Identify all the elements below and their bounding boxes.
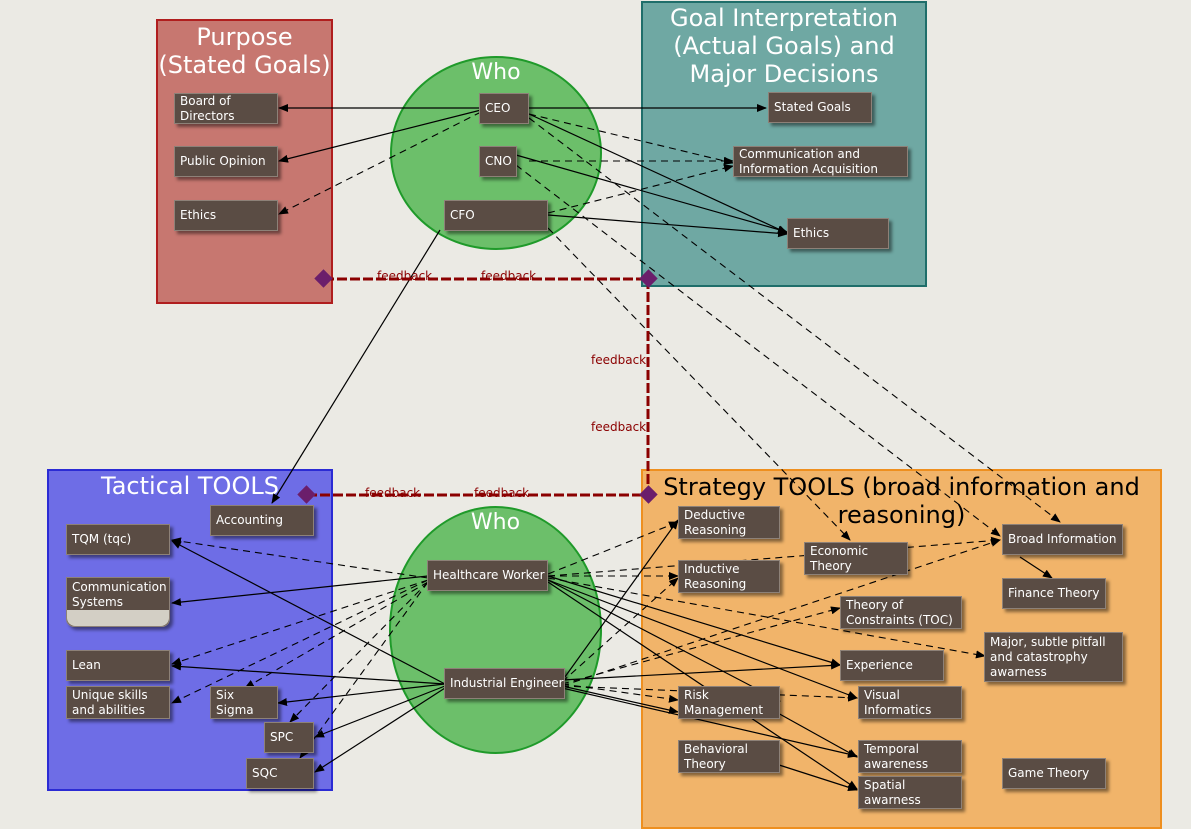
node-temporal[interactable]: Temporal awareness [858,740,962,773]
cfo-to-comm-dash [547,164,734,214]
ie-to-toc-dash [561,606,841,685]
feedback-node-tactical [297,485,316,504]
node-board[interactable]: Board of Directors [174,93,278,124]
node-finance[interactable]: Finance Theory [1002,578,1106,609]
ie-to-risk-dash [561,683,679,703]
ie-to-sqc-arrow [314,687,446,773]
ceo-to-public-arrow [278,109,482,163]
node-experience[interactable]: Experience [840,650,944,681]
node-sqc[interactable]: SQC [246,758,314,789]
hw-to-pitfall-dash [547,577,986,659]
ie-to-inductive-dash [561,577,679,683]
cno-to-broad-dash [515,164,1001,537]
node-tqm[interactable]: TQM (tqc) [66,524,170,555]
ie-to-risk-arrow [561,685,679,714]
node-public-opinion[interactable]: Public Opinion [174,146,278,177]
node-industrial-engineer[interactable]: Industrial Engineer [444,668,565,699]
node-unique-skills[interactable]: Unique skills and abilities [66,686,170,719]
hw-to-lean-dash [171,579,429,665]
node-cno[interactable]: CNO [479,146,517,177]
feedback-node-strategy [639,485,658,504]
hw-to-experience-arrow [547,575,841,667]
who-title-bottom: Who [470,510,521,535]
node-game[interactable]: Game Theory [1002,758,1106,789]
ie-to-broad-dash [561,539,1001,687]
risk-to-temporal-arrow [775,711,858,758]
tactical-title: Tactical TOOLS [101,472,279,500]
node-lean[interactable]: Lean [66,650,170,681]
node-healthcare-worker[interactable]: Healthcare Worker [427,560,548,591]
node-pitfall[interactable]: Major, subtle pitfall and catastrophy aw… [984,632,1123,682]
ie-to-deductive-arrow [561,519,679,682]
ceo-to-comm-dash [528,113,734,165]
who-title-top: Who [471,60,521,85]
hw-to-comm-arrow [171,575,429,607]
feedback-label-h1a: feedback [377,269,432,283]
node-ceo[interactable]: CEO [479,93,529,124]
broad-to-finance-arrow [1019,556,1053,579]
ceo-to-ethics-left-dash [278,111,482,215]
cfo-to-accounting-arrow [271,229,441,504]
node-six-sigma[interactable]: Six Sigma [210,686,278,719]
strategy-title: Strategy TOOLS (broad information and re… [663,473,1140,529]
cfo-to-ethics-arrow [547,214,788,238]
node-toc[interactable]: Theory of Constraints (TOC) [840,596,962,629]
feedback-label-h2a: feedback [365,486,420,500]
ie-to-experience-arrow [561,661,841,681]
feedback-node-top [639,269,658,288]
node-risk[interactable]: Risk Management [678,686,780,719]
feedback-node-left [314,269,333,288]
hw-to-spatial-arrow [547,581,858,790]
hw-to-sqc-dash [299,581,429,759]
ceo-to-broad-dash [528,117,1061,523]
ie-to-tqm-arrow [171,540,446,685]
node-spc[interactable]: SPC [264,722,314,753]
node-deductive[interactable]: Deductive Reasoning [678,506,780,539]
node-behavioral[interactable]: Behavioral Theory [678,740,780,773]
node-ethics-right[interactable]: Ethics [787,218,889,249]
node-cfo[interactable]: CFO [444,200,548,231]
feedback-label-v1: feedback [591,353,646,367]
cno-to-ethics-arrow [515,154,788,234]
node-broad-info[interactable]: Broad Information [1002,524,1123,555]
goal-title: Goal Interpretation (Actual Goals) and M… [669,4,899,88]
ceo-to-ethics-arrow [528,113,788,234]
feedback-label-v2: feedback [591,420,646,434]
ie-to-sixsigma-arrow [277,683,446,706]
node-visual[interactable]: Visual Informatics [858,686,962,719]
ie-to-temporal-arrow [561,687,858,758]
hw-to-tqm-dash [171,537,429,579]
hw-to-broad-dash [547,536,1001,577]
node-inductive[interactable]: Inductive Reasoning [678,560,780,593]
hw-to-spc-dash [289,581,429,723]
ie-to-spc-arrow [314,685,446,738]
who-circle-bottom [389,506,602,754]
node-comm-systems[interactable]: Communication Systems [66,577,170,627]
node-accounting[interactable]: Accounting [210,505,314,536]
cfo-to-economic-dash [547,227,851,541]
purpose-title: Purpose (Stated Goals) [158,23,331,79]
node-ethics-left[interactable]: Ethics [174,200,278,231]
feedback-label-h1b: feedback [481,269,536,283]
feedback-label-h2b: feedback [474,486,529,500]
behavioral-to-spatial-arrow [775,763,858,792]
hw-to-risk-arrow [547,579,781,702]
node-comm-info[interactable]: Communication and Information Acquisitio… [733,146,908,177]
node-economic[interactable]: Economic Theory [804,542,908,575]
node-stated-goals[interactable]: Stated Goals [768,92,872,123]
ie-to-lean-arrow [171,662,446,685]
node-spatial[interactable]: Spatial awarness [858,776,962,809]
